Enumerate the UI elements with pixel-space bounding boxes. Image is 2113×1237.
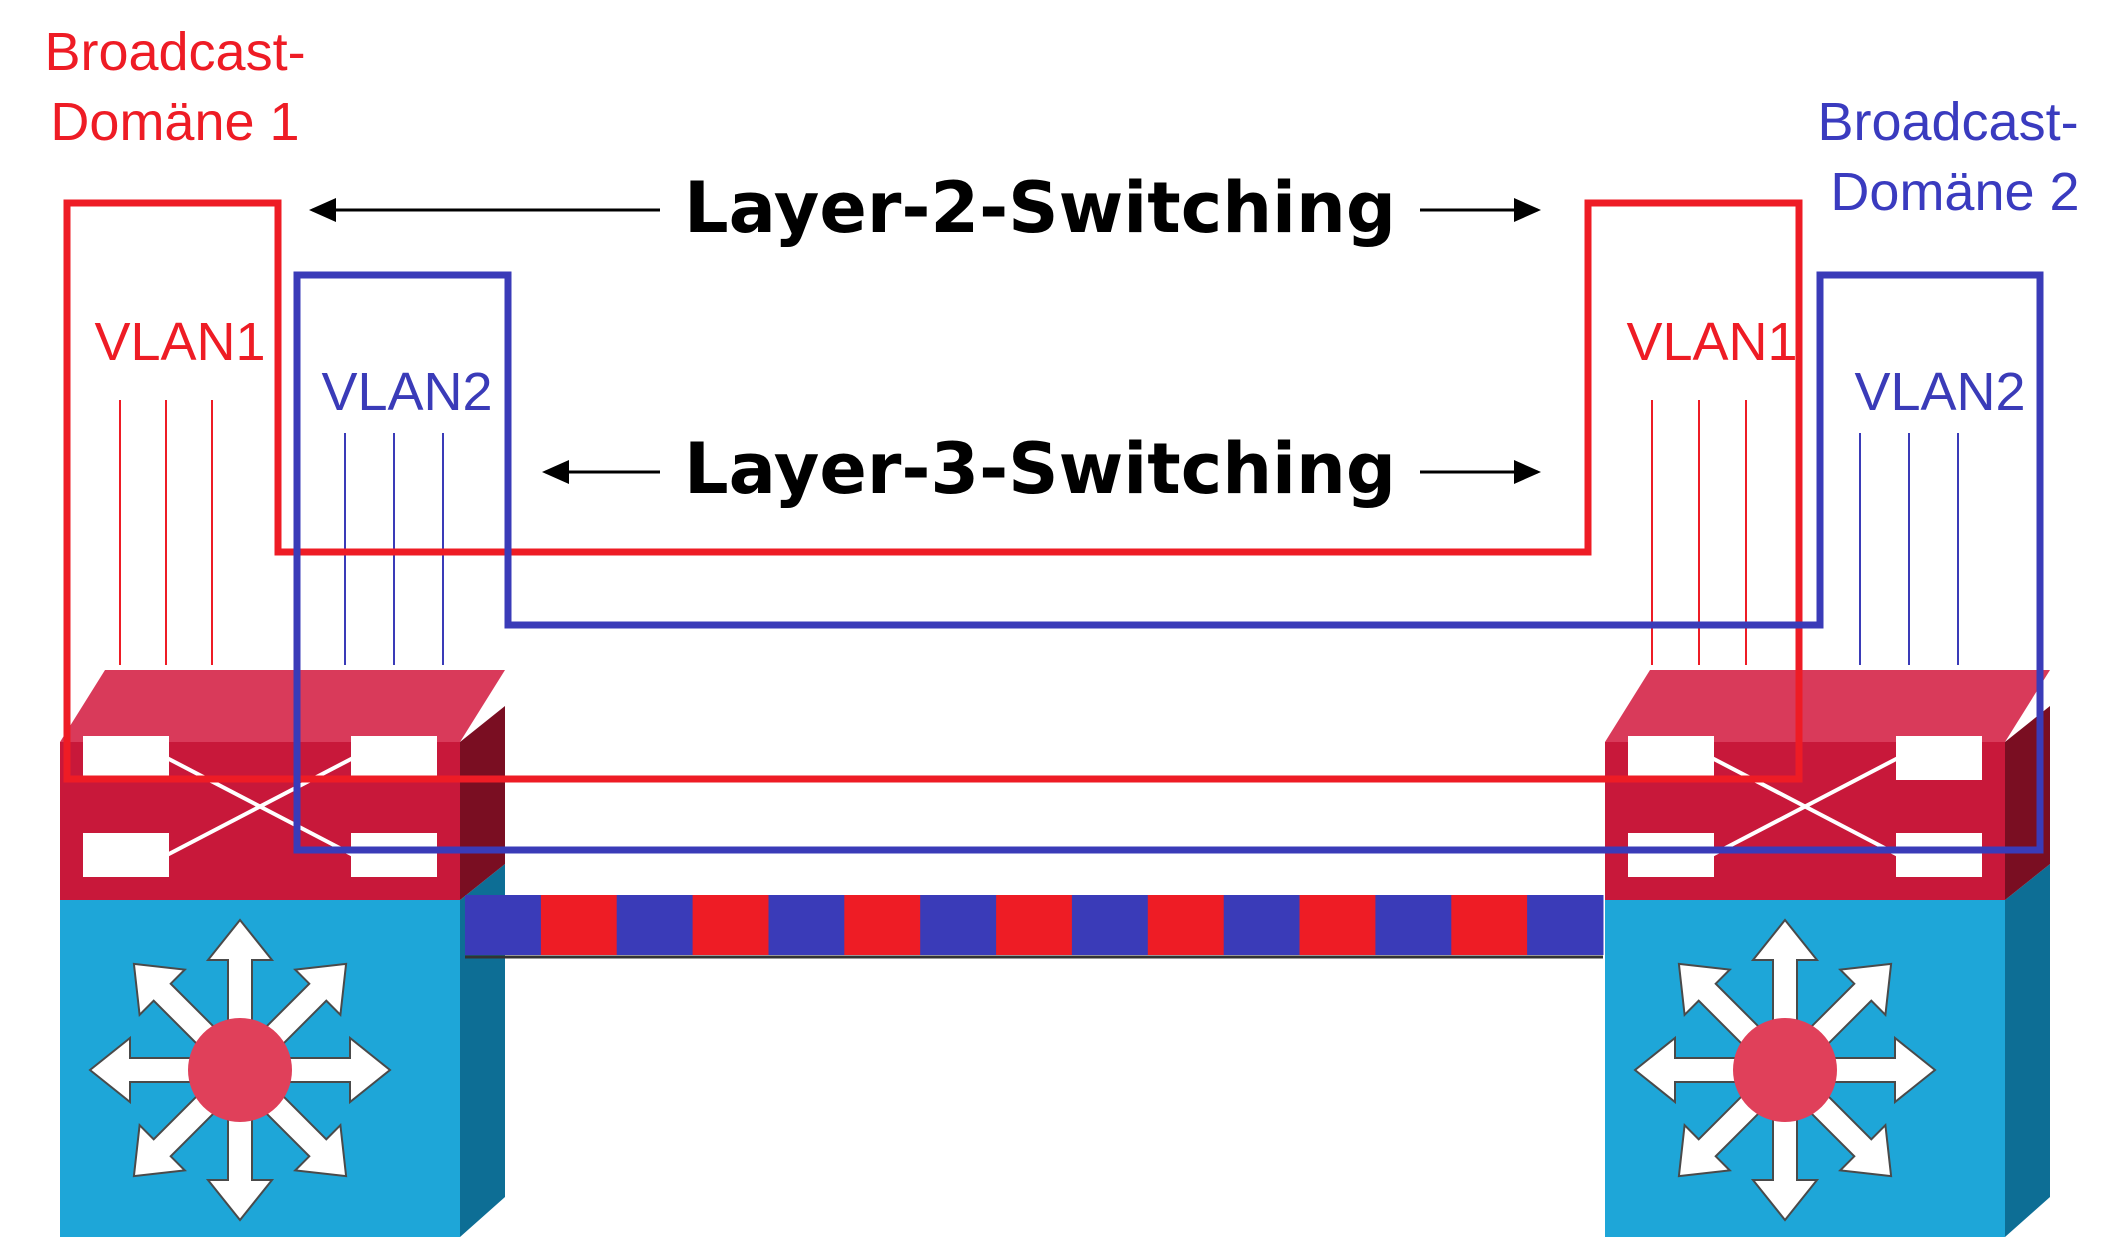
right-starburst-arrow [1750, 1109, 1820, 1222]
trunk-segment [616, 895, 694, 955]
trunk-segment [692, 895, 769, 955]
right-vlan2-port-lines [1859, 433, 1959, 665]
left-vlan1-label: VLAN1 [94, 312, 265, 372]
right-port-block-tl [1628, 736, 1714, 780]
left-starburst-arrow [132, 962, 222, 1052]
vlan2-broadcast-domain-outline [293, 271, 2044, 854]
left-port-block-bl [83, 833, 169, 877]
left-switch-starburst-icon [88, 918, 392, 1222]
right-starburst-arrow [1803, 962, 1893, 1052]
right-port-block-br [1896, 833, 1982, 877]
layer3-switching-label: Layer-3-Switching [684, 428, 1396, 510]
right-switch-starburst-icon [1633, 918, 1937, 1222]
trunk-segment [1223, 895, 1301, 955]
left-port-block-tr [351, 736, 437, 780]
vlan1-broadcast-domain-outline [63, 199, 1803, 783]
right-vlan2-label: VLAN2 [1854, 362, 2025, 422]
right-vlan1-label: VLAN1 [1626, 312, 1797, 372]
layer2-label-background [665, 145, 1415, 255]
right-starburst-arrow [1750, 918, 1820, 1031]
left-starburst-arrow [258, 962, 348, 1052]
multilayer-switch-right-icon [1605, 670, 2050, 1237]
left-starburst-arrow [279, 1035, 392, 1105]
left-switch-cap-top [60, 670, 505, 742]
right-starburst-arrow [1803, 1088, 1893, 1178]
trunk-segment [996, 895, 1073, 955]
right-vlan1-port-lines [1651, 400, 1747, 665]
trunk-segment [465, 895, 542, 955]
layer3-label-background [665, 420, 1415, 525]
multilayer-switch-left-icon [60, 670, 505, 1237]
broadcast-domain-1-label-line2: Domäne 1 [50, 92, 299, 152]
left-starburst-arrow [132, 1088, 222, 1178]
broadcast-domain-2-label-line1: Broadcast- [1817, 92, 2078, 152]
trunk-segment [1071, 895, 1149, 955]
trunk-segment [1375, 895, 1452, 955]
trunk-segment [1451, 895, 1528, 955]
right-port-block-bl [1628, 833, 1714, 877]
right-switch-hub-circle [1733, 1018, 1837, 1122]
left-cross-line-b [166, 756, 354, 857]
trunk-link-icon [465, 895, 1604, 959]
left-starburst-arrow [205, 918, 275, 1031]
trunk-segment [1147, 895, 1225, 955]
right-starburst-arrow [1677, 962, 1767, 1052]
right-starburst-arrow [1633, 1035, 1746, 1105]
trunk-segment [540, 895, 618, 955]
right-switch-cap-top [1605, 670, 2050, 742]
left-port-block-tl [83, 736, 169, 780]
right-port-block-tr [1896, 736, 1982, 780]
right-starburst-arrow [1824, 1035, 1937, 1105]
left-port-block-br [351, 833, 437, 877]
right-switch-crossing-arrows-icon [1628, 736, 1982, 877]
left-switch-hub-circle [188, 1018, 292, 1122]
broadcast-domain-2-label-line2: Domäne 2 [1830, 162, 2079, 222]
trunk-segment [920, 895, 997, 955]
layer2-switching-label: Layer-2-Switching [684, 167, 1396, 249]
left-starburst-arrow [205, 1109, 275, 1222]
trunk-segment [1527, 895, 1604, 955]
left-starburst-arrow [258, 1088, 348, 1178]
trunk-segment [844, 895, 921, 955]
left-vlan2-label: VLAN2 [321, 362, 492, 422]
broadcast-domain-1-label-line1: Broadcast- [44, 22, 305, 82]
left-starburst-arrow [88, 1035, 201, 1105]
trunk-segment [1299, 895, 1376, 955]
right-switch-body-side [2005, 864, 2050, 1237]
left-vlan1-port-lines [119, 400, 213, 665]
trunk-segment [768, 895, 845, 955]
right-starburst-arrow [1677, 1088, 1767, 1178]
right-cross-line-b [1711, 756, 1899, 857]
